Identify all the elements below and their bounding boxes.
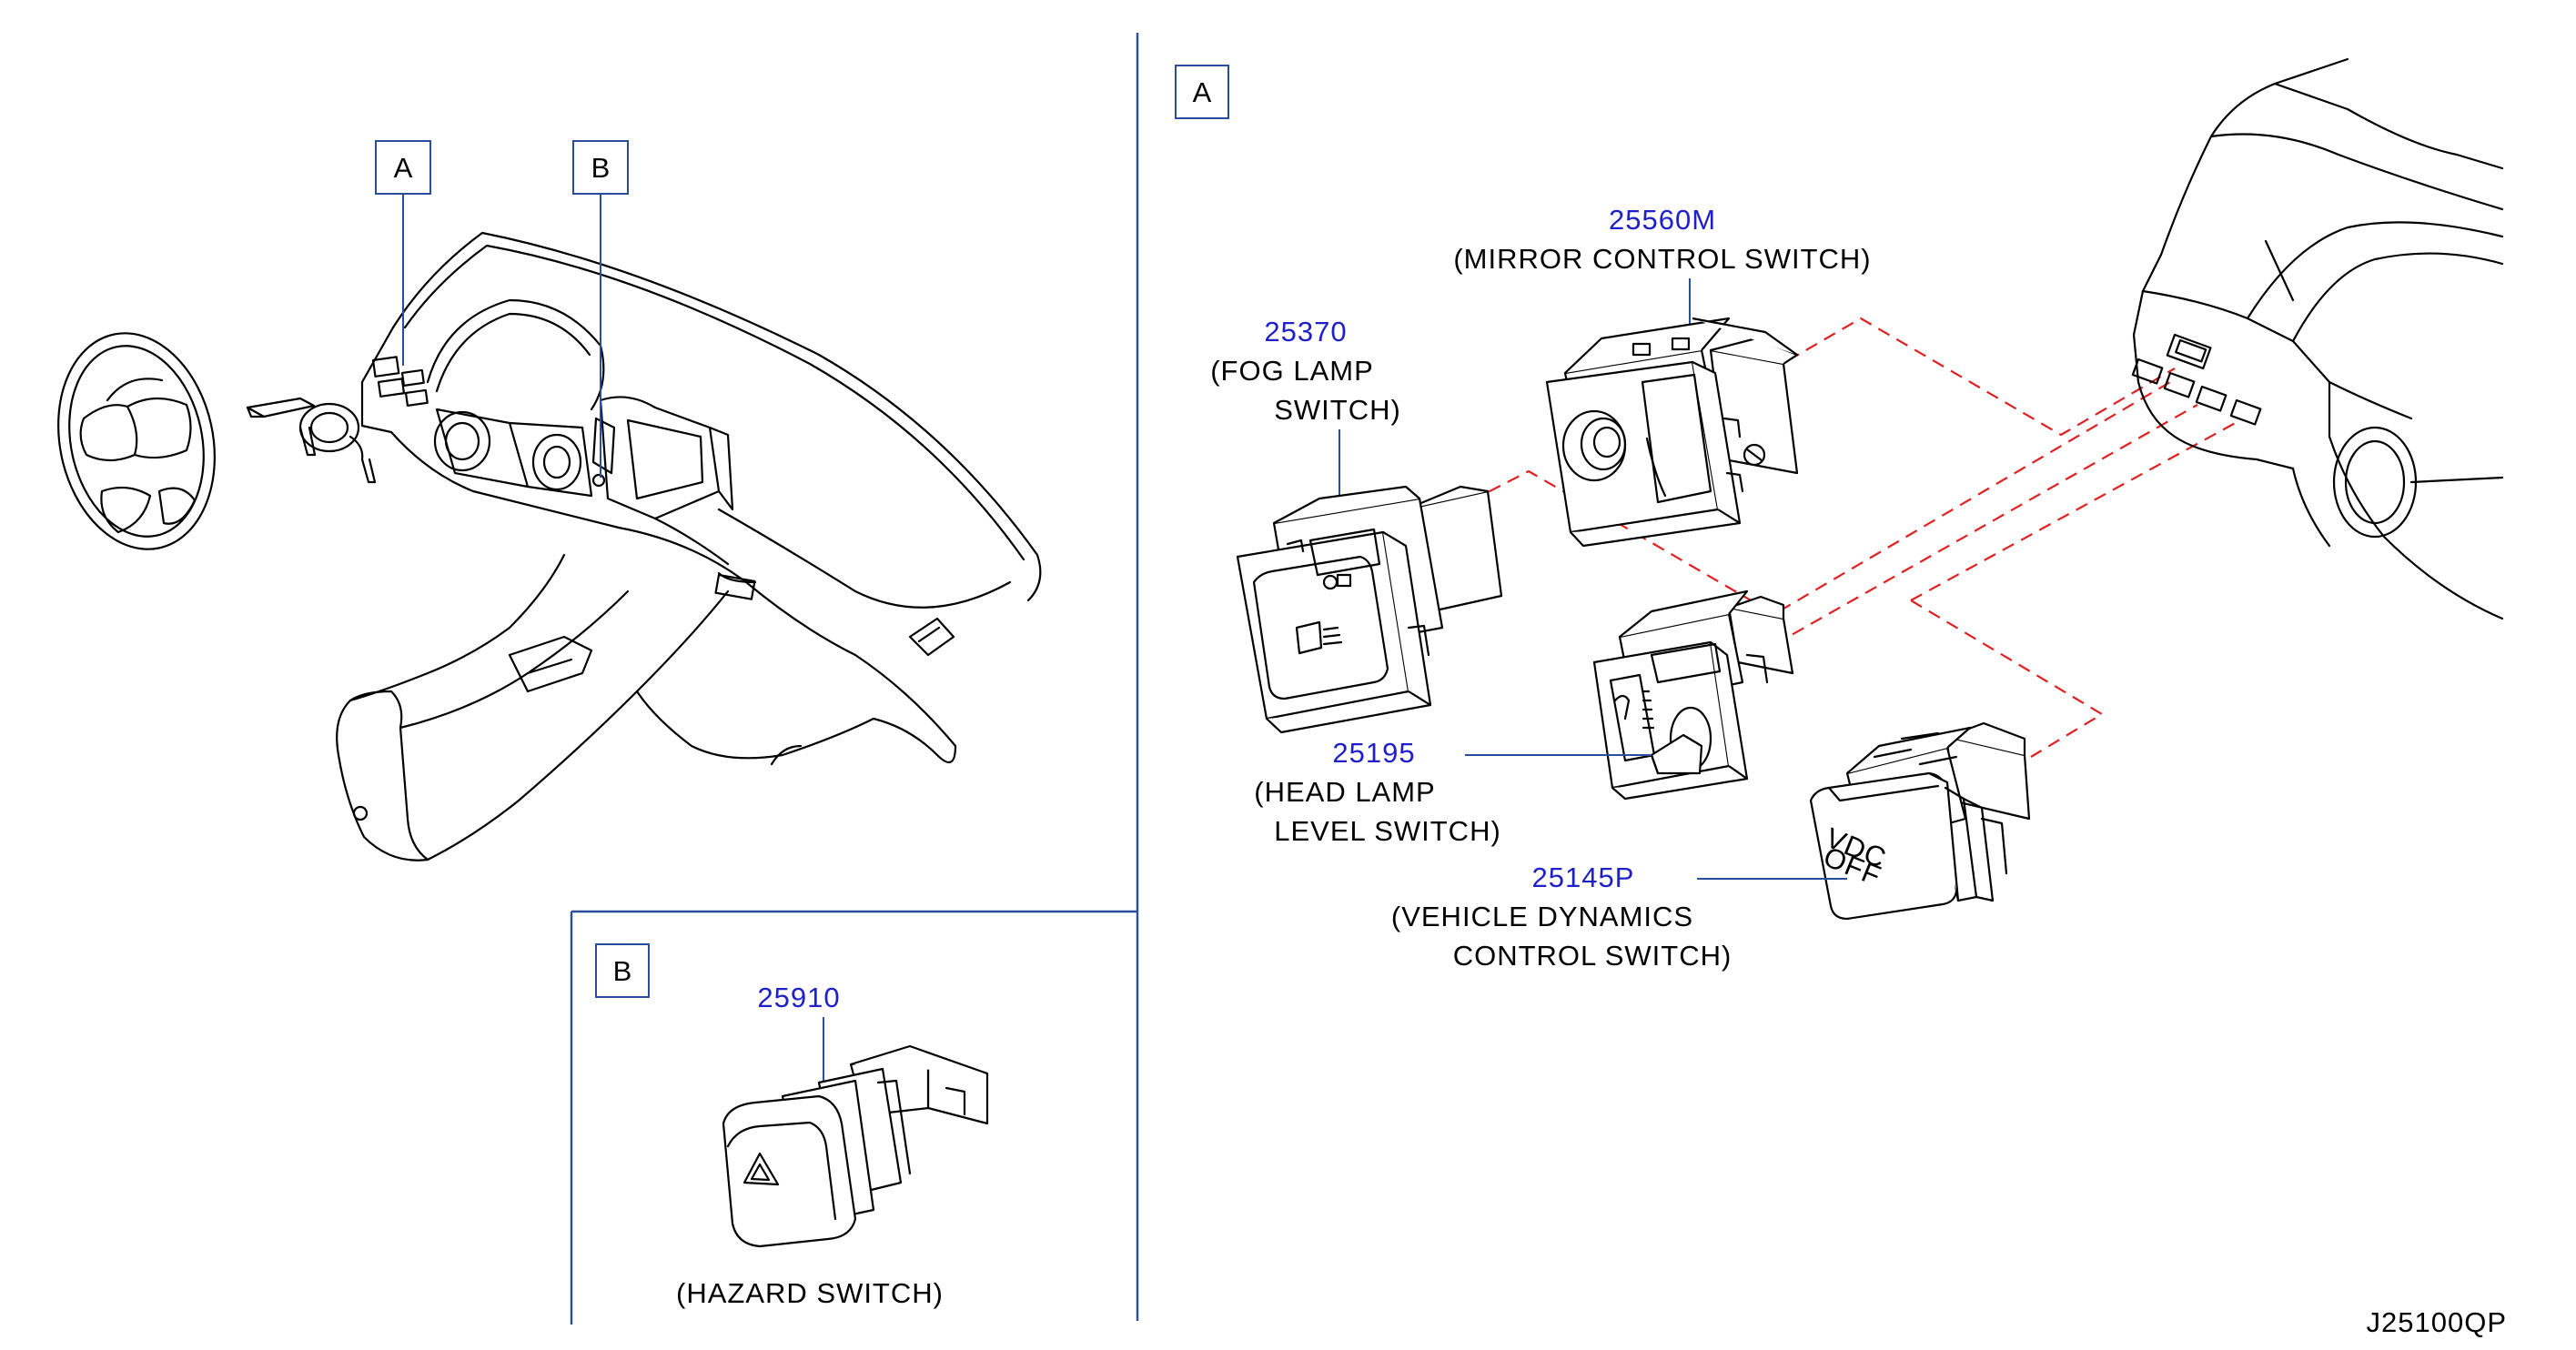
vdc-switch-name-line2: CONTROL SWITCH): [1453, 940, 1732, 972]
hazard-switch-part-number: 25910: [757, 982, 840, 1013]
section-b-label-text: B: [613, 955, 632, 987]
head-lamp-level-switch-name-line2: LEVEL SWITCH): [1274, 815, 1501, 847]
section-a-label-text: A: [1193, 76, 1212, 108]
overview-callout-a-text: A: [394, 152, 413, 184]
fog-lamp-switch-part-number: 25370: [1264, 316, 1347, 348]
hazard-switch-name: (HAZARD SWITCH): [676, 1277, 944, 1309]
panel-dividers: [570, 33, 1139, 1325]
head-lamp-level-switch-illustration: [1592, 589, 1794, 801]
vdc-switch-part-number: 25145P: [1532, 861, 1635, 893]
dashboard-illustration: [336, 231, 1042, 861]
vdc-switch-illustration: [1809, 721, 2031, 921]
overview-callout-b-text: B: [591, 152, 611, 184]
switch-panel-illustration: [2131, 57, 2504, 620]
steering-wheel-illustration: [57, 332, 216, 550]
mirror-switch-name: (MIRROR CONTROL SWITCH): [1453, 243, 1871, 275]
diagram-code: J25100QP: [2367, 1306, 2508, 1338]
mirror-switch-part-number: 25560M: [1609, 204, 1716, 236]
combination-switch-illustration: [246, 397, 377, 484]
overview-callout-a: A: [375, 140, 431, 366]
hazard-triangle-icon: [742, 1152, 780, 1186]
overview-callout-b: B: [572, 140, 629, 478]
hazard-switch-illustration: [722, 1044, 989, 1248]
section-b-label: B: [595, 943, 650, 998]
fog-lamp-switch-name-line2: SWITCH): [1274, 394, 1401, 426]
vdc-switch-name-line1: (VEHICLE DYNAMICS: [1391, 901, 1693, 932]
mirror-control-switch-illustration: [1545, 317, 1799, 548]
section-a-label: A: [1175, 65, 1229, 119]
head-lamp-level-switch-name-line1: (HEAD LAMP: [1254, 776, 1435, 808]
head-lamp-level-switch-part-number: 25195: [1332, 737, 1415, 769]
fog-lamp-switch-name-line1: (FOG LAMP: [1210, 355, 1374, 387]
fog-lamp-switch-illustration: [1236, 485, 1503, 734]
